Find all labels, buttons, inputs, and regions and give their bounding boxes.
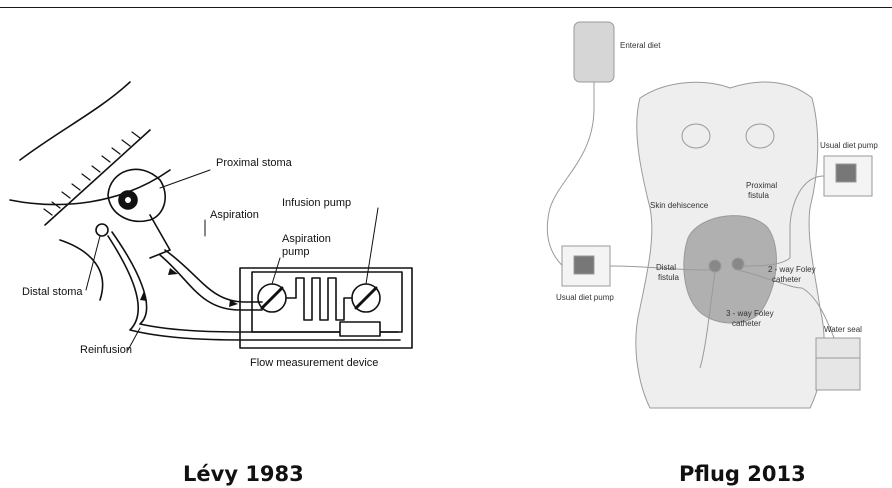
label-distal-stoma: Distal stoma bbox=[22, 286, 83, 298]
aspiration-tube-2 bbox=[165, 250, 262, 302]
pflug-2013-diagram: Enteral diet Usual diet pump Usual diet … bbox=[520, 8, 892, 438]
label-water-seal: Water seal bbox=[824, 325, 862, 334]
label-2-way-foley-2: catheter bbox=[772, 275, 801, 284]
reinfusion-tube-2 bbox=[112, 232, 398, 332]
label-skin-dehiscence: Skin dehiscence bbox=[650, 201, 709, 210]
label-usual-diet-pump-right: Usual diet pump bbox=[820, 141, 878, 150]
label-proximal-fistula-1: Proximal bbox=[746, 181, 777, 190]
levy-1983-diagram: Proximal stoma Infusion pump Aspiration … bbox=[0, 10, 440, 450]
flow-device-box bbox=[240, 268, 412, 348]
label-proximal-fistula-2: fistula bbox=[748, 191, 769, 200]
pflug-illustration: Enteral diet Usual diet pump Usual diet … bbox=[520, 8, 892, 438]
label-distal-fistula-2: fistula bbox=[658, 273, 679, 282]
label-2-way-foley-1: 2 - way Foley bbox=[768, 265, 816, 274]
incision-scar bbox=[45, 130, 150, 225]
enteral-diet-bag bbox=[574, 22, 614, 82]
water-seal-jar bbox=[816, 338, 860, 390]
label-flow-measurement-device: Flow measurement device bbox=[250, 357, 378, 369]
caption-pflug-2013: Pflug 2013 bbox=[679, 462, 806, 486]
levy-line-drawing: Proximal stoma Infusion pump Aspiration … bbox=[0, 10, 440, 450]
label-reinfusion: Reinfusion bbox=[80, 344, 132, 356]
body-outline-2 bbox=[10, 170, 170, 205]
label-aspiration: Aspiration bbox=[210, 209, 259, 221]
label-usual-diet-pump-left: Usual diet pump bbox=[556, 293, 614, 302]
label-aspiration-pump-1: Aspiration bbox=[282, 233, 331, 245]
label-enteral-diet: Enteral diet bbox=[620, 41, 661, 50]
label-3-way-foley-1: 3 - way Foley bbox=[726, 309, 774, 318]
label-3-way-foley-2: catheter bbox=[732, 319, 761, 328]
label-infusion-pump: Infusion pump bbox=[282, 197, 351, 209]
label-distal-fistula-1: Distal bbox=[656, 263, 676, 272]
caption-levy-1983: Lévy 1983 bbox=[183, 462, 304, 486]
label-aspiration-pump-2: pump bbox=[282, 246, 310, 258]
label-proximal-stoma: Proximal stoma bbox=[216, 157, 293, 169]
distal-stoma bbox=[96, 224, 108, 236]
body-outline bbox=[20, 82, 130, 160]
